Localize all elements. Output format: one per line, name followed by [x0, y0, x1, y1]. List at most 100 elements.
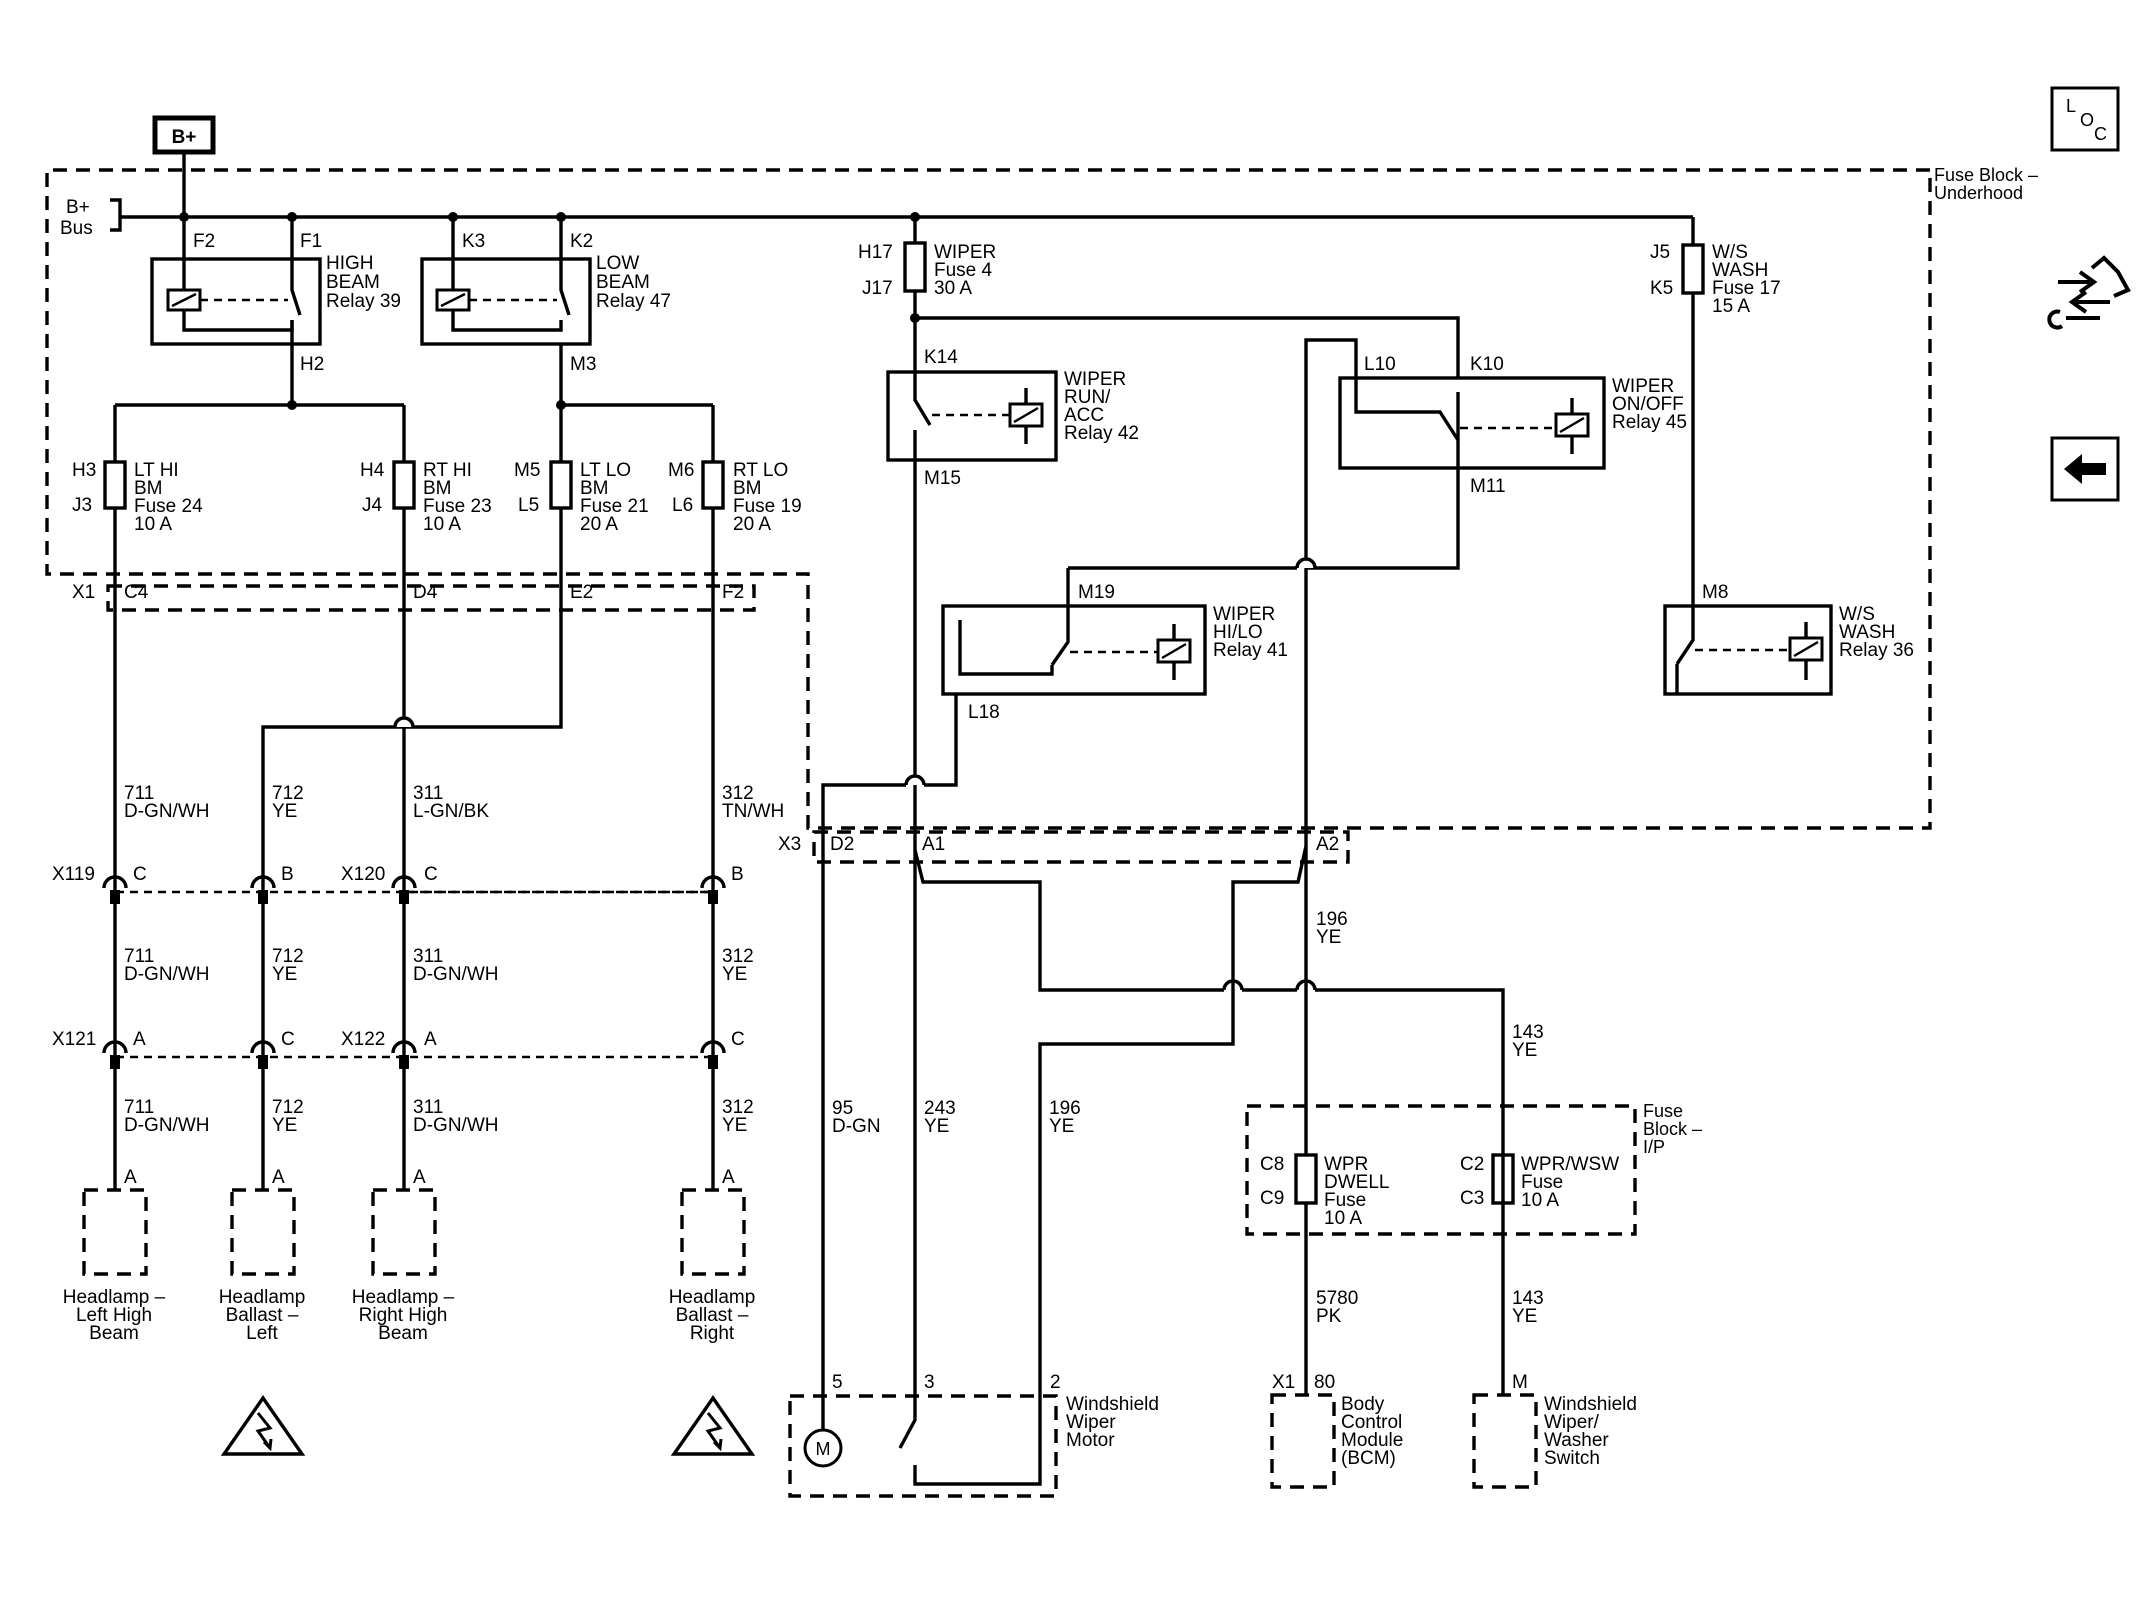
back-arrow-button[interactable]: [2050, 436, 2120, 502]
fuse-block-underhood-outline: [45, 168, 1932, 830]
svg-text:K14: K14: [924, 347, 958, 368]
svg-text:YE: YE: [924, 1116, 949, 1137]
svg-text:5780: 5780: [1316, 1288, 1358, 1309]
windshield-wiper-washer-switch: M Windshield Wiper/ Washer Switch: [1472, 1372, 1637, 1489]
svg-text:80: 80: [1314, 1372, 1335, 1393]
svg-text:311: 311: [413, 1097, 443, 1118]
svg-text:PK: PK: [1316, 1306, 1342, 1327]
svg-text:H4: H4: [360, 460, 385, 481]
svg-text:312: 312: [722, 1097, 754, 1118]
svg-text:O: O: [2080, 110, 2094, 130]
relay39-label-2: BEAM: [326, 272, 380, 293]
svg-text:Fuse 21: Fuse 21: [580, 496, 649, 517]
headlamp-ballast-right: A Headlamp Ballast – Right: [669, 1167, 756, 1344]
svg-text:C: C: [731, 1029, 745, 1050]
wiper-run-acc-relay: K14 WIPER RUN/ ACC Relay 42 M15: [886, 347, 1139, 489]
relay47-label-3: Relay 47: [596, 291, 671, 312]
svg-text:BM: BM: [134, 478, 163, 499]
location-button[interactable]: L O C: [2050, 86, 2120, 152]
svg-text:C2: C2: [1460, 1154, 1484, 1175]
svg-text:L-GN/BK: L-GN/BK: [413, 801, 489, 822]
svg-text:YE: YE: [1316, 927, 1341, 948]
svg-text:K5: K5: [1650, 278, 1673, 299]
svg-text:ACC: ACC: [1064, 405, 1104, 426]
svg-text:Wiper/: Wiper/: [1544, 1412, 1600, 1433]
svg-text:M19: M19: [1078, 582, 1115, 603]
connector-tools-icon[interactable]: [2047, 255, 2131, 330]
svg-text:Ballast –: Ballast –: [226, 1305, 299, 1326]
svg-text:712: 712: [272, 946, 304, 967]
svg-text:YE: YE: [722, 964, 747, 985]
relay39-pin-f2: F2: [193, 231, 215, 252]
svg-text:A: A: [133, 1029, 146, 1050]
body-control-module: X1 80 Body Control Module (BCM): [1270, 1372, 1403, 1489]
svg-text:BM: BM: [423, 478, 452, 499]
svg-text:YE: YE: [1049, 1116, 1074, 1137]
svg-text:C: C: [2094, 124, 2107, 144]
svg-text:L6: L6: [672, 495, 693, 516]
svg-text:WIPER: WIPER: [1213, 604, 1275, 625]
svg-text:J4: J4: [362, 495, 383, 516]
fuse-block-ip-label-3: I/P: [1643, 1137, 1665, 1157]
fuse-block-underhood-label-1: Fuse Block –: [1934, 165, 2038, 185]
fuse-wiper: H17 J17 WIPER Fuse 4 30 A: [858, 217, 996, 372]
svg-text:Motor: Motor: [1066, 1430, 1115, 1451]
fuse-block-ip-label-2: Block –: [1643, 1119, 1702, 1139]
svg-text:196: 196: [1049, 1098, 1081, 1119]
svg-text:J3: J3: [72, 495, 92, 516]
svg-text:A: A: [413, 1167, 426, 1188]
svg-text:YE: YE: [272, 1115, 297, 1136]
svg-text:Headlamp –: Headlamp –: [352, 1287, 455, 1308]
svg-text:5: 5: [832, 1372, 843, 1393]
svg-text:Relay 41: Relay 41: [1213, 640, 1288, 661]
svg-text:X122: X122: [341, 1029, 385, 1050]
svg-text:Beam: Beam: [378, 1323, 428, 1344]
svg-text:M15: M15: [924, 468, 961, 489]
svg-text:L10: L10: [1364, 354, 1396, 375]
headlamp-right-high-beam: A Headlamp – Right High Beam: [352, 1167, 455, 1344]
svg-text:W/S: W/S: [1839, 604, 1875, 625]
low-beam-relay: K3 K2 LOW BEAM Relay 47 M3: [420, 217, 671, 375]
svg-text:C: C: [424, 864, 438, 885]
high-beam-relay: F2 F1 HIGH BEAM Relay 39 H2: [150, 217, 401, 375]
wiper-on-off-relay: L10 K10 M11 WIPER ON/OFF Relay 45: [1304, 338, 1687, 568]
x3-label: X3: [778, 834, 801, 855]
svg-text:ON/OFF: ON/OFF: [1612, 394, 1684, 415]
fuse-ws-wash: J5 K5 W/S WASH Fuse 17 15 A: [1650, 217, 1781, 630]
svg-text:30 A: 30 A: [934, 278, 972, 299]
svg-text:Relay 45: Relay 45: [1612, 412, 1687, 433]
svg-text:Fuse 19: Fuse 19: [733, 496, 802, 517]
fuse-rt-lo-bm: M6 L6 RT LO BM Fuse 19 20 A: [668, 405, 802, 1070]
relay39-label-1: HIGH: [326, 253, 374, 274]
relay47-pin-k3: K3: [462, 231, 485, 252]
svg-text:B: B: [281, 864, 294, 885]
svg-text:X120: X120: [341, 864, 385, 885]
svg-text:95: 95: [832, 1098, 853, 1119]
fuse-lt-lo-bm: M5 L5 LT LO BM Fuse 21 20 A: [261, 405, 649, 1070]
svg-text:M: M: [816, 1439, 831, 1459]
svg-text:L: L: [2066, 96, 2076, 116]
fuse-block-ip-label-1: Fuse: [1643, 1101, 1683, 1121]
svg-text:M5: M5: [514, 460, 540, 481]
svg-text:20 A: 20 A: [580, 514, 618, 535]
svg-text:C: C: [133, 864, 147, 885]
fuse-block-ip-outline: [1245, 1104, 1637, 1236]
svg-text:10 A: 10 A: [134, 514, 172, 535]
svg-text:C4: C4: [124, 582, 149, 603]
svg-text:D-GN: D-GN: [832, 1116, 881, 1137]
high-voltage-warning-icon: [670, 1395, 756, 1456]
svg-text:RT LO: RT LO: [733, 460, 788, 481]
svg-text:312: 312: [722, 783, 754, 804]
connector-symbols-row2: [102, 1040, 726, 1069]
svg-text:X1: X1: [1272, 1372, 1295, 1393]
svg-text:D2: D2: [830, 834, 854, 855]
svg-text:WASH: WASH: [1839, 622, 1895, 643]
svg-text:312: 312: [722, 946, 754, 967]
relay47-pin-k2: K2: [570, 231, 593, 252]
svg-text:Left High: Left High: [76, 1305, 152, 1326]
svg-text:HI/LO: HI/LO: [1213, 622, 1263, 643]
svg-text:D4: D4: [413, 582, 438, 603]
svg-text:YE: YE: [1512, 1040, 1537, 1061]
svg-text:143: 143: [1512, 1022, 1544, 1043]
svg-text:M6: M6: [668, 460, 694, 481]
